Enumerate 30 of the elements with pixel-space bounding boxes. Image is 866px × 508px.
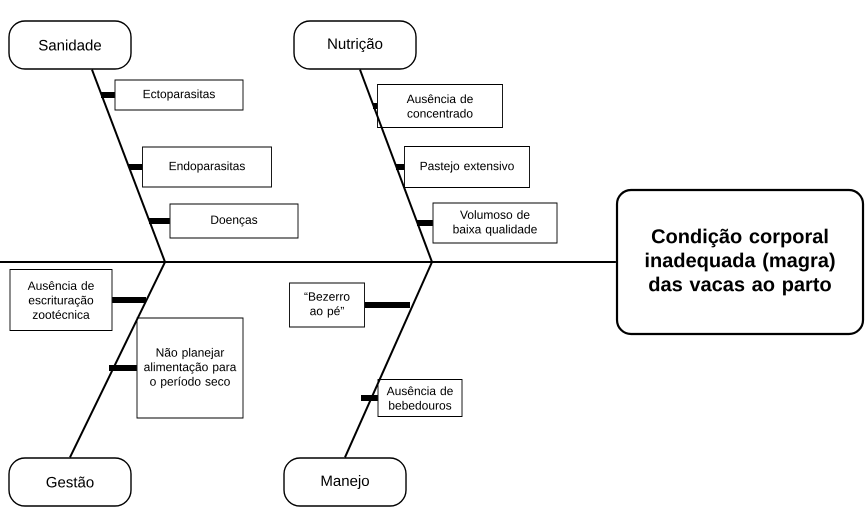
category-box: Gestão xyxy=(8,457,132,507)
stub-line xyxy=(149,218,170,224)
cause-box: Volumoso de baixa qualidade xyxy=(432,202,558,244)
bone-line xyxy=(359,69,433,262)
cause-box: Pastejo extensivo xyxy=(404,146,530,188)
stub-line xyxy=(112,297,146,303)
spine-line xyxy=(0,261,616,263)
effect-box: Condição corporal inadequada (magra) das vacas ao parto xyxy=(616,188,864,336)
cause-box: Não planejar alimentação para o período seco xyxy=(136,318,244,418)
bone-line xyxy=(91,69,166,262)
bone-line xyxy=(344,262,433,458)
stub-line xyxy=(101,92,115,98)
stub-line xyxy=(129,164,142,170)
cause-box: Ausência de escrituração zootécnica xyxy=(10,269,112,331)
cause-box: Ausência de concentrado xyxy=(377,84,503,128)
cause-box: Ausência de bebedouros xyxy=(378,379,462,417)
stub-line xyxy=(361,395,378,401)
stub-line xyxy=(396,164,404,170)
cause-box: Ectoparasitas xyxy=(114,80,244,110)
category-box: Sanidade xyxy=(8,20,132,70)
stub-line xyxy=(373,103,378,109)
cause-box: Endoparasitas xyxy=(142,146,272,188)
category-box: Nutrição xyxy=(293,20,417,70)
cause-box: Doenças xyxy=(170,204,298,238)
stub-line xyxy=(364,302,410,308)
bone-line xyxy=(69,262,166,458)
category-box: Manejo xyxy=(283,457,407,507)
stub-line xyxy=(417,220,433,226)
stub-line xyxy=(109,365,137,371)
cause-box: “Bezerro ao pé” xyxy=(289,282,365,328)
